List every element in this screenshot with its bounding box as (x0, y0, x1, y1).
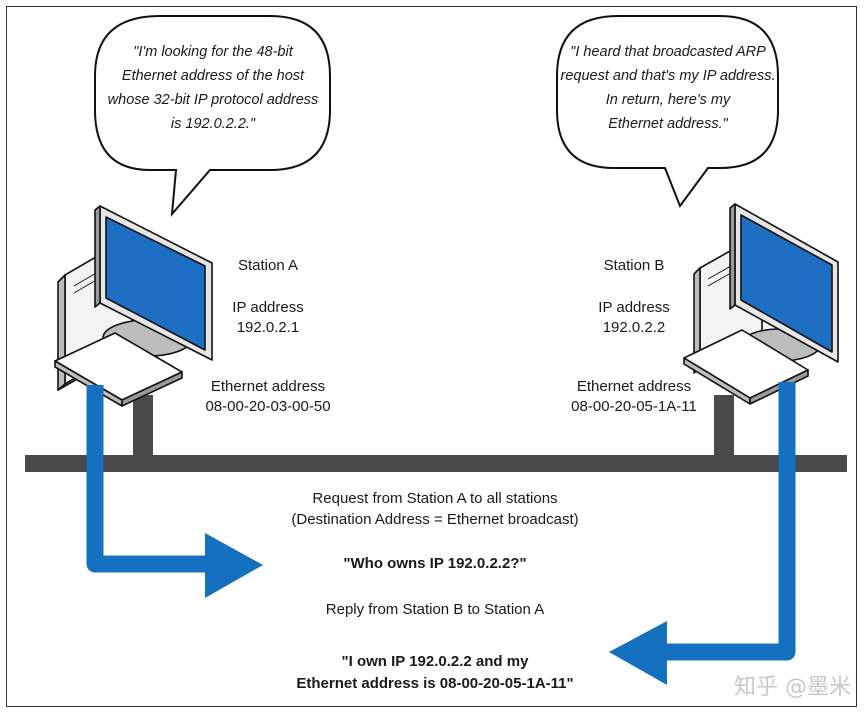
speech-text-b: "I heard that broadcasted ARP request an… (560, 40, 776, 136)
station-b-drop (714, 395, 734, 457)
speech-b-line: "I heard that broadcasted ARP (570, 44, 766, 60)
station-b-name: Station B (603, 257, 665, 274)
speech-a-line: "I'm looking for the 48-bit (133, 44, 293, 60)
station-a-ip-label: IP address (232, 299, 304, 316)
reply-arrow (609, 382, 796, 685)
station-b-eth-value: 08-00-20-05-1A-11 (571, 398, 697, 415)
station-b-eth-label: Ethernet address (576, 378, 692, 395)
station-a-eth-value: 08-00-20-03-00-50 (205, 398, 331, 415)
station-b-ip-value: 192.0.2.2 (602, 319, 666, 336)
speech-b-line: request and that's my IP address. (560, 68, 776, 84)
speech-bubble-a (94, 15, 331, 218)
station-a-drop (133, 395, 153, 457)
computer-a-icon (54, 205, 213, 407)
reply-answer-1: "I own IP 192.0.2.2 and my (341, 653, 529, 670)
station-a-name: Station A (237, 257, 299, 274)
computer-b-icon (683, 203, 839, 405)
station-a-ip-value: 192.0.2.1 (236, 319, 300, 336)
request-line-1: Request from Station A to all stations (312, 490, 558, 507)
request-arrow (86, 385, 263, 598)
speech-a-line: whose 32-bit IP protocol address (107, 92, 319, 108)
speech-b-line: Ethernet address." (608, 116, 728, 132)
speech-bubble-b (556, 15, 779, 209)
network-bus (25, 455, 847, 472)
request-question: "Who owns IP 192.0.2.2?" (343, 555, 527, 572)
reply-answer-2: Ethernet address is 08-00-20-05-1A-11" (296, 675, 574, 692)
watermark: 知乎 @墨米 (734, 675, 851, 700)
speech-text-a: "I'm looking for the 48-bit Ethernet add… (100, 40, 326, 136)
station-b-ip-label: IP address (598, 299, 670, 316)
reply-line-1: Reply from Station B to Station A (325, 601, 545, 618)
speech-a-line: is 192.0.2.2." (170, 116, 256, 132)
station-a-eth-label: Ethernet address (210, 378, 326, 395)
speech-a-line: Ethernet address of the host (121, 68, 305, 84)
speech-b-line: In return, here's my (605, 92, 731, 108)
request-line-2: (Destination Address = Ethernet broadcas… (291, 511, 579, 528)
diagram-frame (6, 6, 857, 707)
